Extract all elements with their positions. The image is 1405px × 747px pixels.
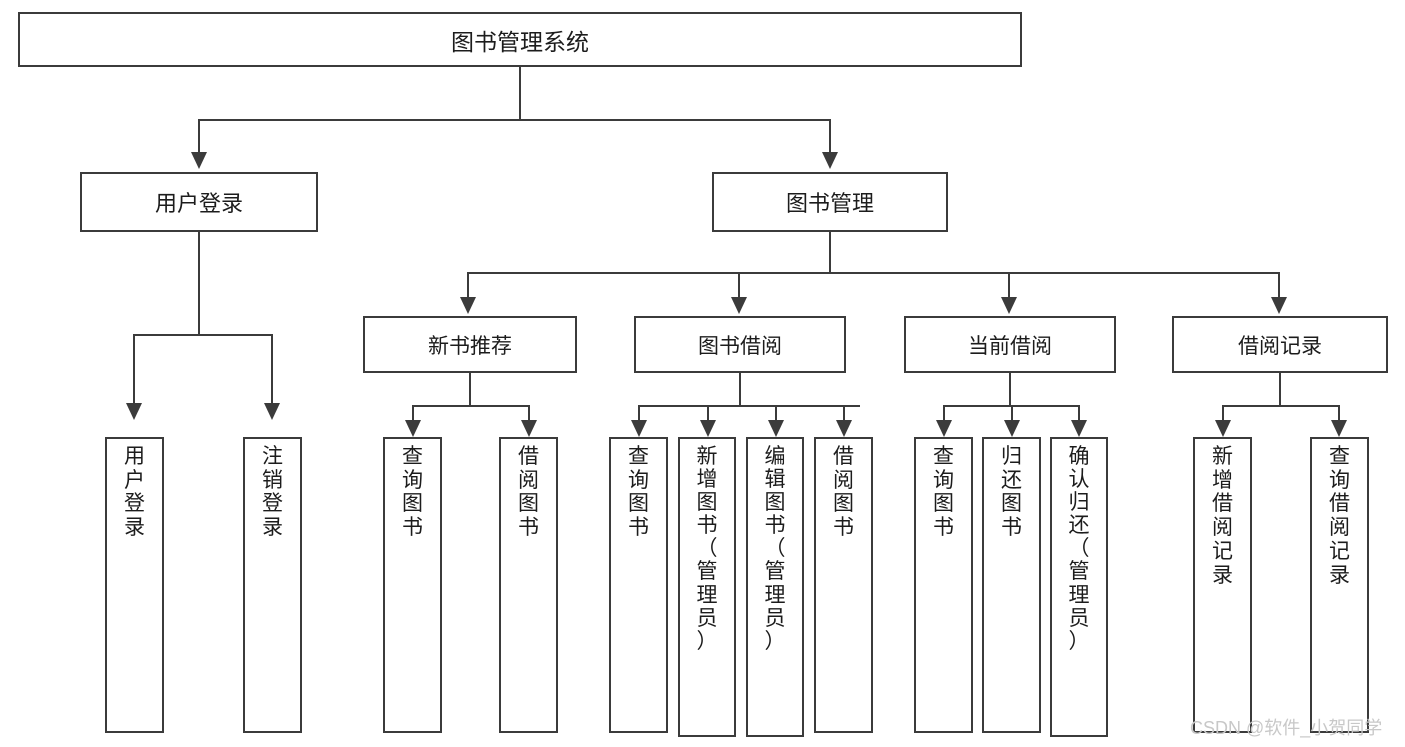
- arrow-g3-leaf1-icon: [936, 420, 952, 437]
- leaf-borrow-edit-book-admin[interactable]: 编 辑 图 书 （ 管 理 员 ）: [746, 437, 804, 737]
- arrow-bookmgmt-g4-icon: [1271, 297, 1287, 314]
- arrow-g3-leaf2-icon: [1004, 420, 1020, 437]
- leaf-label: 查 询 图 书: [628, 445, 649, 540]
- connector-g2-leaf2: [707, 405, 709, 423]
- node-book-borrow[interactable]: 图书借阅: [634, 316, 846, 373]
- node-label: 图书借阅: [698, 334, 782, 358]
- leaf-current-confirm-return-admin[interactable]: 确 认 归 还 （ 管 理 员 ）: [1050, 437, 1108, 737]
- connector-g2-leaf4: [843, 405, 845, 423]
- leaf-borrow-add-book-admin[interactable]: 新 增 图 书 （ 管 理 员 ）: [678, 437, 736, 737]
- connector-g3-leaf2: [1011, 405, 1013, 423]
- node-label: 用户登录: [154, 191, 243, 216]
- arrow-g2-leaf4-icon: [836, 420, 852, 437]
- arrow-g2-leaf2-icon: [700, 420, 716, 437]
- connector-root-bar: [199, 119, 831, 121]
- arrow-g1-leaf2-icon: [521, 420, 537, 437]
- arrow-login-leaf1-icon: [126, 403, 142, 420]
- leaf-user-login-login[interactable]: 用 户 登 录: [105, 437, 164, 733]
- connector-login-stem: [198, 232, 200, 336]
- connector-bookmgmt-to-g3: [1008, 272, 1010, 299]
- arrow-g4-leaf1-icon: [1215, 420, 1231, 437]
- connector-g1-leaf1: [412, 405, 414, 423]
- node-label: 借阅记录: [1238, 334, 1322, 358]
- arrow-root-to-bookmgmt-icon: [822, 152, 838, 169]
- leaf-borrow-borrow-book[interactable]: 借 阅 图 书: [814, 437, 873, 733]
- connector-root-stem: [519, 67, 521, 120]
- connector-g1-leaf2: [528, 405, 530, 423]
- arrow-g1-leaf1-icon: [405, 420, 421, 437]
- arrow-bookmgmt-g2-icon: [731, 297, 747, 314]
- connector-g2-leaf3: [775, 405, 777, 423]
- leaf-user-login-logout[interactable]: 注 销 登 录: [243, 437, 302, 733]
- connector-bookmgmt-to-g4: [1278, 272, 1280, 299]
- node-label: 图书管理系统: [451, 28, 589, 55]
- leaf-label: 用 户 登 录: [124, 445, 145, 540]
- leaf-record-query-record[interactable]: 查 询 借 阅 记 录: [1310, 437, 1369, 733]
- connector-g2-leaf1: [638, 405, 640, 423]
- connector-root-to-bookmgmt: [829, 119, 831, 154]
- connector-root-to-login: [198, 119, 200, 154]
- leaf-label: 新 增 图 书 （ 管 理 员 ）: [696, 445, 718, 653]
- connector-login-leaf2: [271, 334, 273, 405]
- connector-g1-stem: [469, 373, 471, 407]
- leaf-label: 归 还 图 书: [1001, 445, 1022, 540]
- node-book-management[interactable]: 图书管理: [712, 172, 948, 232]
- node-label: 图书管理: [785, 191, 874, 216]
- leaf-label: 查 询 图 书: [933, 445, 954, 540]
- connector-g1-bar: [412, 405, 530, 407]
- connector-g4-stem: [1279, 373, 1281, 407]
- connector-g2-bar: [638, 405, 860, 407]
- connector-g3-leaf3: [1078, 405, 1080, 423]
- arrow-login-leaf2-icon: [264, 403, 280, 420]
- leaf-recommend-borrow-book[interactable]: 借 阅 图 书: [499, 437, 558, 733]
- leaf-label: 借 阅 图 书: [518, 445, 539, 540]
- leaf-current-return-book[interactable]: 归 还 图 书: [982, 437, 1041, 733]
- connector-g4-leaf1: [1222, 405, 1224, 423]
- arrow-root-to-login-icon: [191, 152, 207, 169]
- node-label: 当前借阅: [968, 334, 1052, 358]
- connector-bookmgmt-stem: [829, 232, 831, 274]
- leaf-label: 确 认 归 还 （ 管 理 员 ）: [1068, 445, 1090, 653]
- connector-bookmgmt-bar: [467, 272, 1280, 274]
- arrow-bookmgmt-g3-icon: [1001, 297, 1017, 314]
- leaf-record-add-record[interactable]: 新 增 借 阅 记 录: [1193, 437, 1252, 733]
- node-root-system[interactable]: 图书管理系统: [18, 12, 1022, 67]
- arrow-bookmgmt-g1-icon: [460, 297, 476, 314]
- leaf-current-query-book[interactable]: 查 询 图 书: [914, 437, 973, 733]
- connector-g2-stem: [739, 373, 741, 407]
- node-label: 新书推荐: [428, 334, 512, 358]
- arrow-g3-leaf3-icon: [1071, 420, 1087, 437]
- node-new-book-recommend[interactable]: 新书推荐: [363, 316, 577, 373]
- csdn-watermark: CSDN @软件_小贺同学: [1190, 718, 1383, 738]
- node-user-login[interactable]: 用户登录: [80, 172, 318, 232]
- connector-bookmgmt-to-g1: [467, 272, 469, 299]
- leaf-recommend-query-book[interactable]: 查 询 图 书: [383, 437, 442, 733]
- leaf-label: 借 阅 图 书: [833, 445, 854, 540]
- arrow-g2-leaf3-icon: [768, 420, 784, 437]
- connector-login-bar: [133, 334, 273, 336]
- leaf-borrow-query-book[interactable]: 查 询 图 书: [609, 437, 668, 733]
- connector-g3-stem: [1009, 373, 1011, 407]
- leaf-label: 注 销 登 录: [262, 445, 283, 540]
- connector-login-leaf1: [133, 334, 135, 405]
- arrow-g4-leaf2-icon: [1331, 420, 1347, 437]
- node-borrow-record[interactable]: 借阅记录: [1172, 316, 1388, 373]
- leaf-label: 编 辑 图 书 （ 管 理 员 ）: [764, 445, 786, 653]
- connector-g4-bar: [1222, 405, 1340, 407]
- connector-bookmgmt-to-g2: [738, 272, 740, 299]
- connector-g4-leaf2: [1338, 405, 1340, 423]
- leaf-label: 查 询 图 书: [402, 445, 423, 540]
- node-current-borrow[interactable]: 当前借阅: [904, 316, 1116, 373]
- arrow-g2-leaf1-icon: [631, 420, 647, 437]
- leaf-label: 新 增 借 阅 记 录: [1212, 445, 1233, 587]
- connector-g3-leaf1: [943, 405, 945, 423]
- leaf-label: 查 询 借 阅 记 录: [1329, 445, 1350, 587]
